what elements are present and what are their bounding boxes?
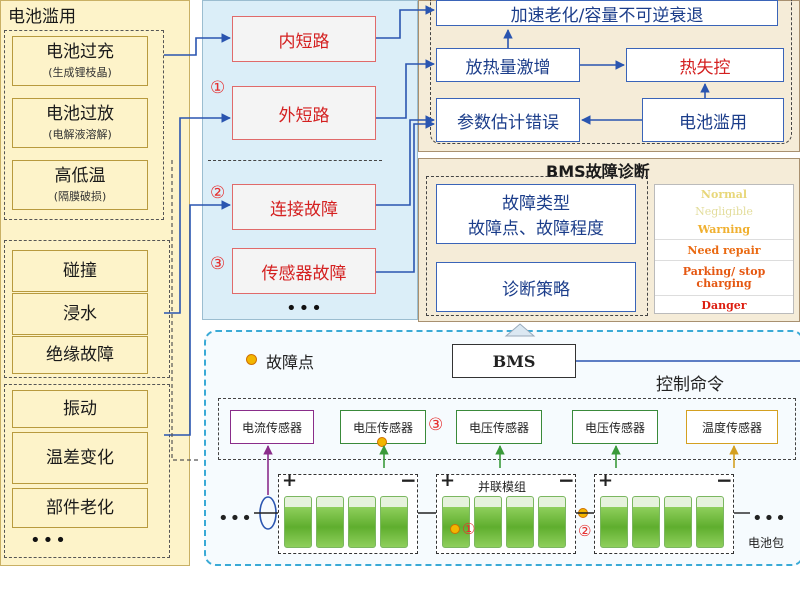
minus-terminal-left: − xyxy=(400,468,417,492)
severity-danger: Danger xyxy=(701,298,747,312)
external-water: 浸水 xyxy=(12,293,148,335)
overdischarge-label: 电池过放 xyxy=(46,103,114,124)
battery-cell xyxy=(696,496,724,548)
voltage-sensor-3: 电压传感器 xyxy=(572,410,658,444)
battery-cell xyxy=(538,496,566,548)
sensor-fault-marker: ③ xyxy=(428,415,444,435)
battery-pack-label: 电池包 xyxy=(748,536,785,550)
battery-cell xyxy=(316,496,344,548)
battery-cell xyxy=(506,496,534,548)
collision-label: 碰撞 xyxy=(63,260,97,281)
fault-type-box: 故障类型 故障点、故障程度 xyxy=(436,184,636,244)
effects-border xyxy=(430,0,792,144)
pack-ellipsis-right: ••• xyxy=(752,508,787,529)
effect-battery-abuse: 电池滥用 xyxy=(642,98,784,142)
aging-vibration: 振动 xyxy=(12,390,148,428)
overcharge-label: 电池过充 xyxy=(46,41,114,62)
cell-fault-marker-2: ② xyxy=(578,522,592,540)
severity-legend: Normal Negligible Warning Need repair Pa… xyxy=(654,184,794,314)
parallel-module-label: 并联模组 xyxy=(478,480,527,494)
fault-point-dot xyxy=(246,354,257,365)
fault-connection: 连接故障 xyxy=(232,184,376,230)
abuse-temperature: 高低温 (隔膜破损) xyxy=(12,160,148,210)
external-insulation: 绝缘故障 xyxy=(12,336,148,374)
abuse-group xyxy=(4,30,164,220)
effect-heat: 放热量激增 xyxy=(436,48,580,82)
component-aging-label: 部件老化 xyxy=(46,497,114,518)
fault-sensor: 传感器故障 xyxy=(232,248,376,294)
cell-fault-dot-1 xyxy=(450,524,460,534)
severity-negligible: Negligible xyxy=(695,204,753,218)
effect-aging: 加速老化/容量不可逆衰退 xyxy=(436,0,778,26)
battery-cell xyxy=(348,496,376,548)
bms-diagnosis-frame xyxy=(426,176,648,316)
water-label: 浸水 xyxy=(63,303,97,324)
pack-ellipsis-left: ••• xyxy=(218,508,253,529)
overcharge-note: (生成锂枝晶) xyxy=(48,66,112,80)
current-sensor: 电流传感器 xyxy=(230,410,314,444)
fault-marker-3: ③ xyxy=(210,254,226,274)
fault-marker-1: ① xyxy=(210,78,226,98)
severity-normal: Normal xyxy=(700,187,748,201)
fault-type-line2: 故障点、故障程度 xyxy=(468,219,604,239)
abuse-overdischarge: 电池过放 (电解液溶解) xyxy=(12,98,148,148)
aging-component: 部件老化 xyxy=(12,488,148,528)
minus-terminal-right: − xyxy=(716,468,733,492)
control-command-label: 控制命令 xyxy=(656,375,724,395)
temp-diff-label: 温差变化 xyxy=(46,447,114,468)
insulation-label: 绝缘故障 xyxy=(46,344,114,365)
abuse-overcharge: 电池过充 (生成锂枝晶) xyxy=(12,36,148,86)
fault-external-short: 外短路 xyxy=(232,86,376,140)
battery-cell xyxy=(284,496,312,548)
effect-param-error: 参数估计错误 xyxy=(436,98,580,142)
vibration-label: 振动 xyxy=(63,398,97,419)
battery-cell xyxy=(380,496,408,548)
voltage-sensor-2: 电压传感器 xyxy=(456,410,542,444)
effect-thermal-runaway: 热失控 xyxy=(626,48,784,82)
minus-terminal-mid: − xyxy=(558,468,575,492)
overdischarge-note: (电解液溶解) xyxy=(48,128,112,142)
severity-need-repair: Need repair xyxy=(655,240,793,261)
aging-temp-diff: 温差变化 xyxy=(12,432,148,484)
fault-ellipsis: ••• xyxy=(286,298,324,319)
left-ellipsis: ••• xyxy=(30,530,68,551)
bms-box: BMS xyxy=(452,344,576,378)
fault-divider xyxy=(208,160,382,161)
fault-type-line1: 故障类型 xyxy=(502,194,570,214)
aging-group xyxy=(4,384,170,558)
external-group xyxy=(4,240,170,378)
cell-fault-marker-1: ① xyxy=(462,520,476,538)
abuse-title: 电池滥用 xyxy=(8,7,76,27)
diagnosis-strategy-box: 诊断策略 xyxy=(436,262,636,312)
temperature-sensor: 温度传感器 xyxy=(686,410,778,444)
fault-marker-2: ② xyxy=(210,183,226,203)
sensor-row-frame xyxy=(218,398,796,460)
severity-parking: Parking/ stop charging xyxy=(655,261,793,296)
severity-warning: Warning xyxy=(655,219,793,240)
battery-cell xyxy=(632,496,660,548)
battery-cell xyxy=(474,496,502,548)
temperature-note: (隔膜破损) xyxy=(53,190,107,204)
plus-terminal-right: + xyxy=(598,470,614,491)
plus-terminal-left: + xyxy=(282,470,298,491)
plus-terminal-mid: + xyxy=(440,470,456,491)
battery-cell xyxy=(664,496,692,548)
battery-cell xyxy=(600,496,628,548)
fault-internal-short: 内短路 xyxy=(232,16,376,62)
temperature-label: 高低温 xyxy=(54,165,106,186)
battery-cell xyxy=(442,496,470,548)
external-collision: 碰撞 xyxy=(12,250,148,292)
fault-point-label: 故障点 xyxy=(266,353,315,372)
